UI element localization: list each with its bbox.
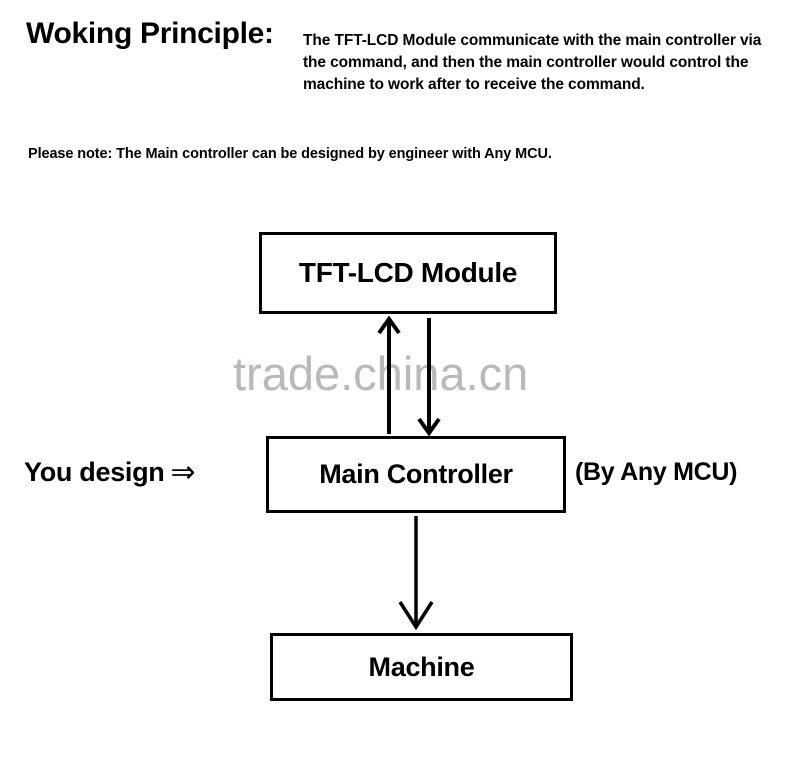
working-principle-description: The TFT-LCD Module communicate with the … <box>303 32 762 93</box>
box-tft-lcd-module-label: TFT-LCD Module <box>298 257 518 288</box>
box-main-controller-label: Main Controller <box>319 459 513 489</box>
you-design-annotation: You design⇒ <box>24 455 196 490</box>
double-arrow-right-icon: ⇒ <box>170 456 196 489</box>
box-machine-label: Machine <box>368 651 475 682</box>
box-main-controller[interactable]: Main Controller <box>266 436 566 513</box>
arrow-down-main-to-machine-icon <box>398 516 434 631</box>
box-tft-lcd-module[interactable]: TFT-LCD Module <box>259 232 557 314</box>
watermark: trade.china.cn <box>233 347 529 400</box>
please-note-text: Please note: The Main controller can be … <box>28 146 552 162</box>
you-design-label: You design <box>24 457 165 487</box>
page-title: Woking Principle: <box>26 17 274 50</box>
box-machine[interactable]: Machine <box>270 633 573 701</box>
by-any-mcu-annotation: (By Any MCU) <box>575 458 738 486</box>
